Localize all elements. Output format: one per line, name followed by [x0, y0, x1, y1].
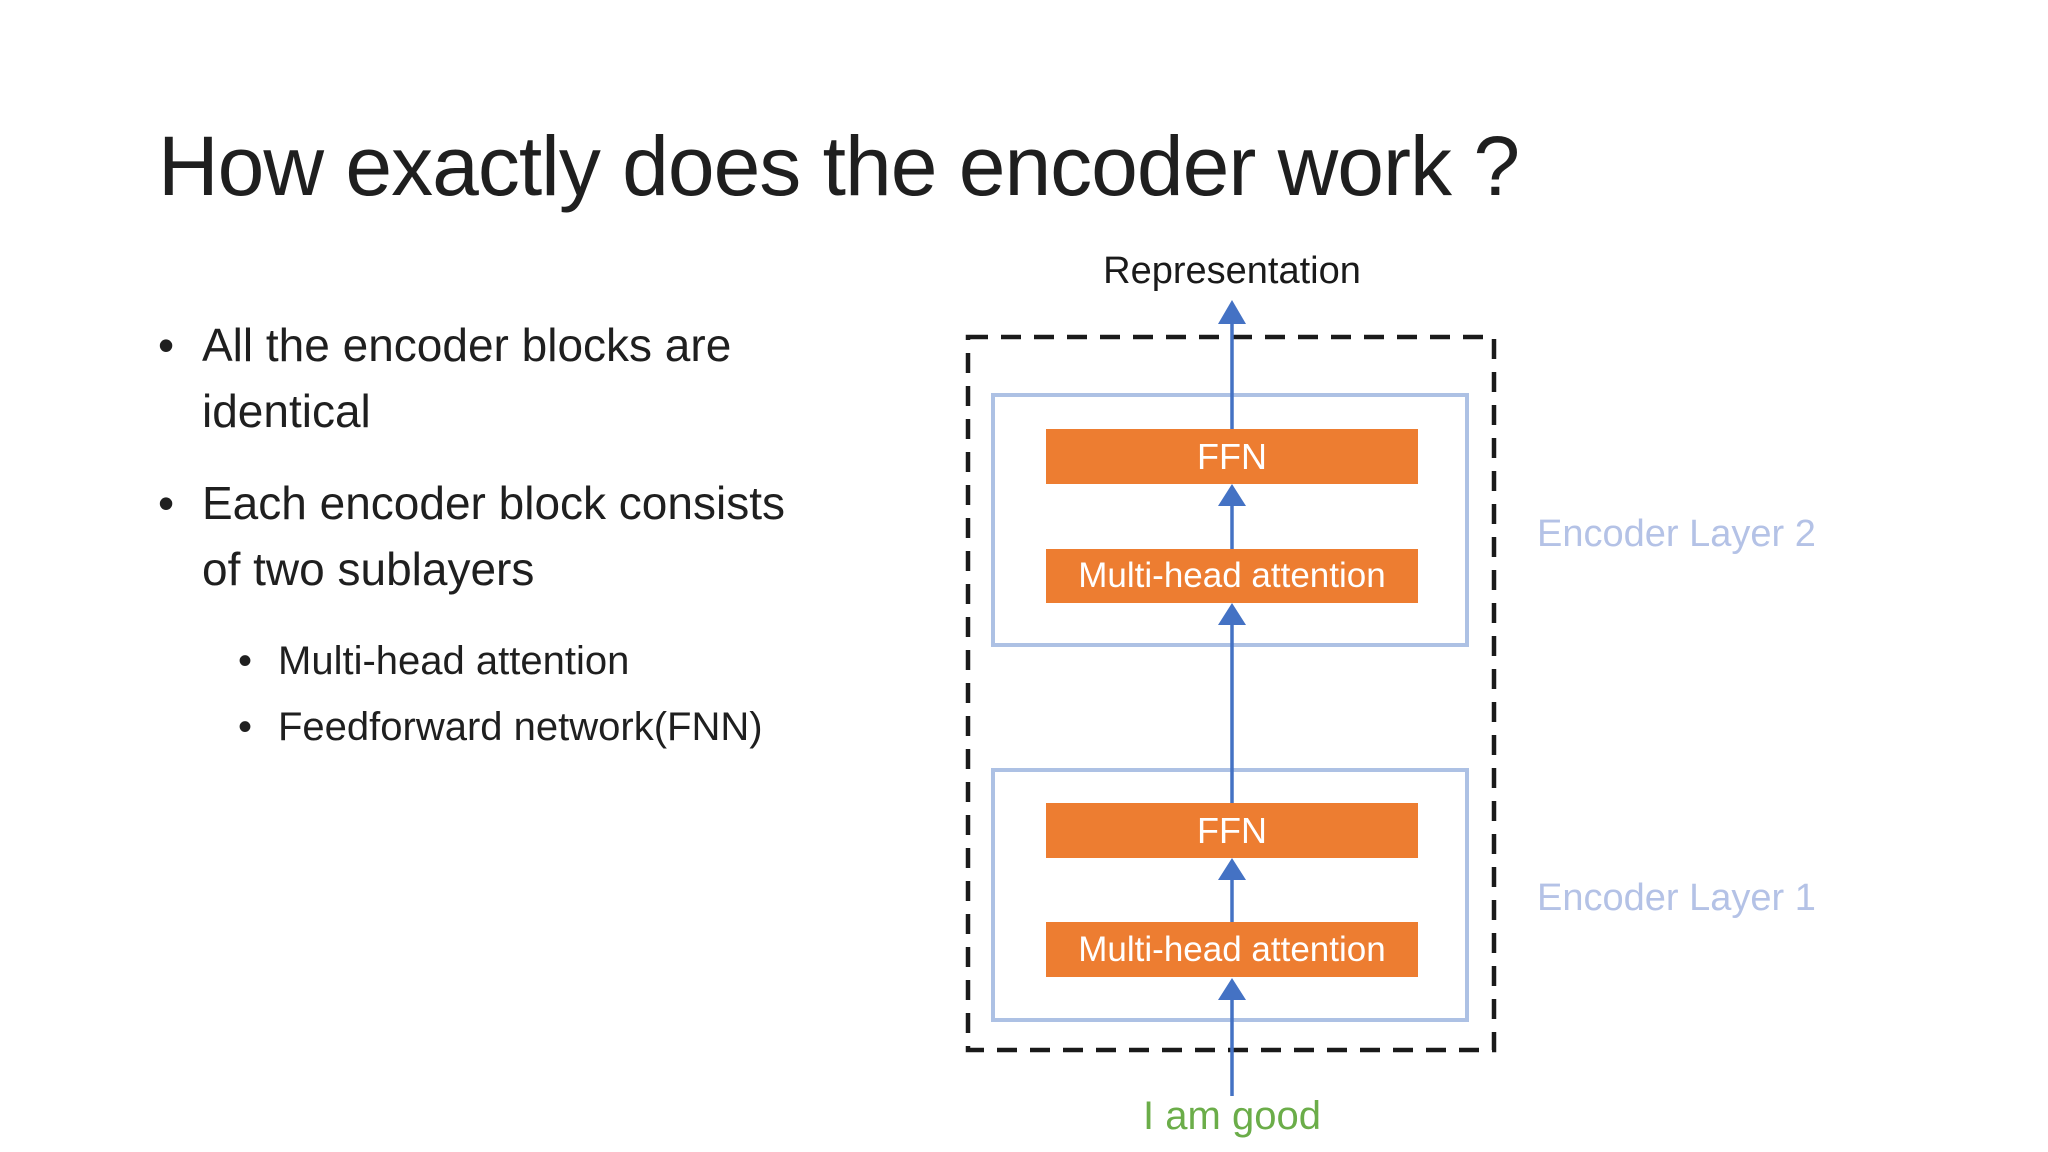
encoder-layer-2-box	[991, 393, 1469, 647]
arrowhead-input-to-mha1	[1218, 978, 1246, 1000]
encoder-layer-2-label: Encoder Layer 2	[1537, 513, 1816, 555]
input-text-label: I am good	[1143, 1094, 1321, 1138]
bullet-marker: •	[158, 477, 175, 529]
slide-title: How exactly does the encoder work ?	[158, 119, 1520, 213]
bullet-line: identical	[202, 385, 371, 437]
bullet-item: • All the encoder blocks are identical	[158, 312, 898, 444]
ffn-box-layer2: FFN	[1046, 429, 1418, 484]
sub-bullet-text: Multi-head attention	[278, 639, 630, 683]
sub-bullet-item: • Feedforward network(FNN)	[238, 694, 898, 760]
bullet-text: All the encoder blocks are identical	[202, 312, 731, 444]
bullet-marker: •	[238, 705, 253, 749]
bullet-line: All the encoder blocks are	[202, 319, 732, 371]
bullet-line: Each encoder block consists	[202, 477, 785, 529]
multi-head-attention-box-layer1: Multi-head attention	[1046, 922, 1418, 977]
multi-head-attention-box-layer2: Multi-head attention	[1046, 549, 1418, 603]
bullet-item: • Each encoder block consists of two sub…	[158, 470, 898, 602]
bullet-marker: •	[158, 319, 175, 371]
arrowhead-to-representation	[1218, 300, 1246, 324]
encoder-layer-1-label: Encoder Layer 1	[1537, 877, 1816, 919]
arrowhead-mha2-to-ffn2	[1218, 484, 1246, 506]
bullet-marker: •	[238, 639, 253, 683]
bullet-line: of two sublayers	[202, 543, 535, 595]
sub-bullet-item: • Multi-head attention	[238, 628, 898, 694]
encoder-layer-1-box	[991, 768, 1469, 1022]
sub-bullet-text: Feedforward network(FNN)	[278, 705, 763, 749]
arrowhead-mha1-to-ffn1	[1218, 858, 1246, 880]
ffn-box-layer1: FFN	[1046, 803, 1418, 858]
bullet-list: • All the encoder blocks are identical •…	[158, 312, 898, 760]
arrowhead-layer1-to-mha2	[1218, 603, 1246, 625]
bullet-text: Each encoder block consists of two subla…	[202, 470, 785, 602]
representation-label: Representation	[1103, 250, 1361, 292]
